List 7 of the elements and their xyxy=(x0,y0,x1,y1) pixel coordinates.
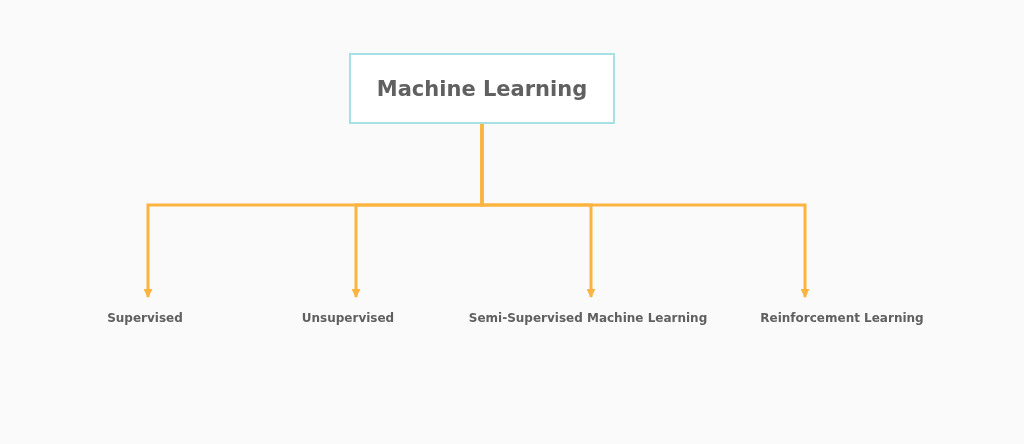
category-label: Unsupervised xyxy=(301,311,395,327)
arrow xyxy=(480,124,810,298)
category-label: Reinforcement Learning xyxy=(760,311,924,327)
category-label: Supervised xyxy=(107,311,183,327)
category-label: Semi-Supervised Machine Learning xyxy=(468,311,708,327)
category-box xyxy=(349,53,615,124)
box-title: Machine Learning xyxy=(376,76,588,101)
